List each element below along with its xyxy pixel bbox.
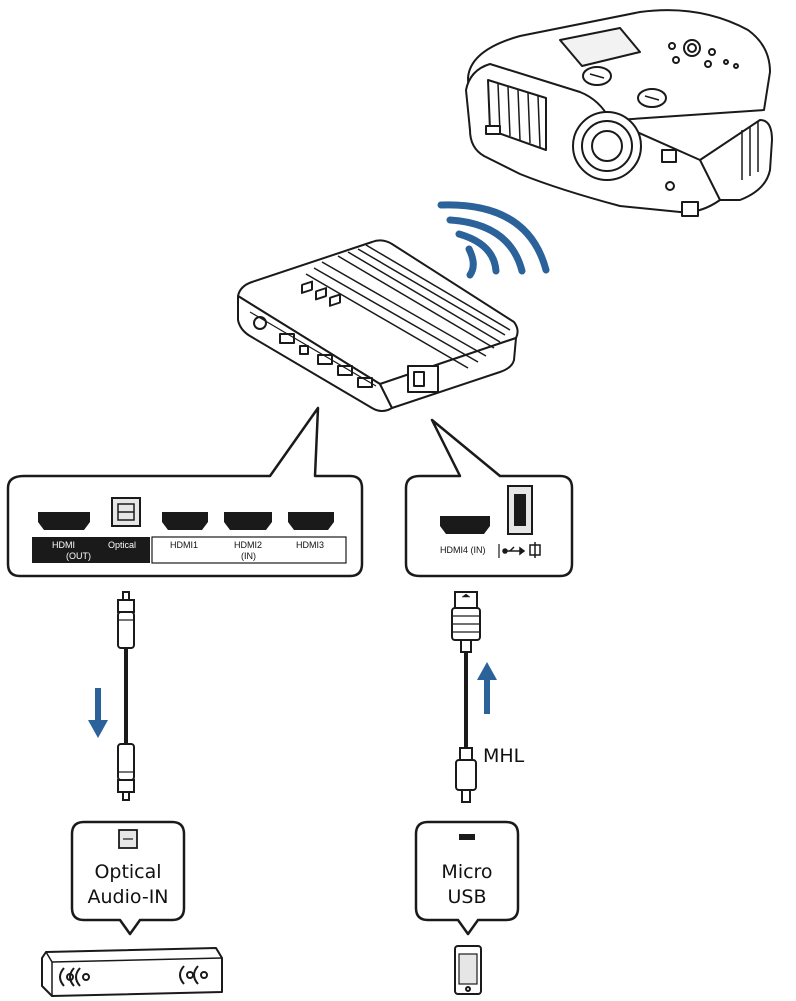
optical-port-icon [111, 497, 141, 527]
usb-callout-line1: Micro [441, 861, 492, 883]
optical-callout-line1: Optical [94, 861, 161, 883]
wireless-hub-icon [237, 239, 519, 412]
hdmi1-port-icon [162, 512, 208, 530]
hdmi3-port-icon [288, 512, 334, 530]
down-arrow-icon [88, 688, 108, 738]
optical-audio-in-callout: Optical Audio-IN [70, 820, 186, 936]
projector-icon [465, 9, 773, 217]
optical-cable-icon [117, 591, 135, 801]
out-label: (OUT) [66, 551, 91, 561]
hdmi-out-port-icon [38, 512, 90, 530]
in-label: (IN) [241, 551, 256, 561]
usb-port-icon [507, 485, 533, 535]
optical-port-icon [118, 829, 138, 849]
up-arrow-icon [477, 662, 497, 714]
optical-callout-line2: Audio-IN [87, 886, 168, 908]
usb-callout-line2: USB [447, 886, 486, 908]
mhl-label: MHL [483, 745, 525, 767]
soundbar-icon [41, 947, 223, 997]
mhl-cable-icon [451, 591, 481, 803]
optical-label: Optical [108, 540, 136, 550]
smartphone-icon [454, 945, 482, 995]
hub-ports-callout-right: HDMI4 (IN) [404, 418, 574, 578]
hdmi-out-label: HDMI [52, 540, 75, 550]
micro-usb-callout: Micro USB [414, 820, 520, 936]
hdmi3-label: HDMI3 [296, 540, 324, 550]
hdmi4-label: HDMI4 (IN) [440, 545, 486, 555]
hdmi4-port-icon [440, 516, 490, 534]
micro-usb-port-icon [459, 834, 475, 840]
power-symbol-icon [529, 542, 541, 558]
hub-ports-callout-left: HDMI (OUT) Optical HDMI1 HDMI2 (IN) HDMI… [6, 406, 364, 578]
hdmi2-label: HDMI2 [234, 540, 262, 550]
wireless-signal-icon [437, 201, 550, 279]
usb-symbol-icon [502, 546, 526, 556]
hdmi1-label: HDMI1 [170, 540, 198, 550]
hdmi2-port-icon [224, 512, 272, 530]
